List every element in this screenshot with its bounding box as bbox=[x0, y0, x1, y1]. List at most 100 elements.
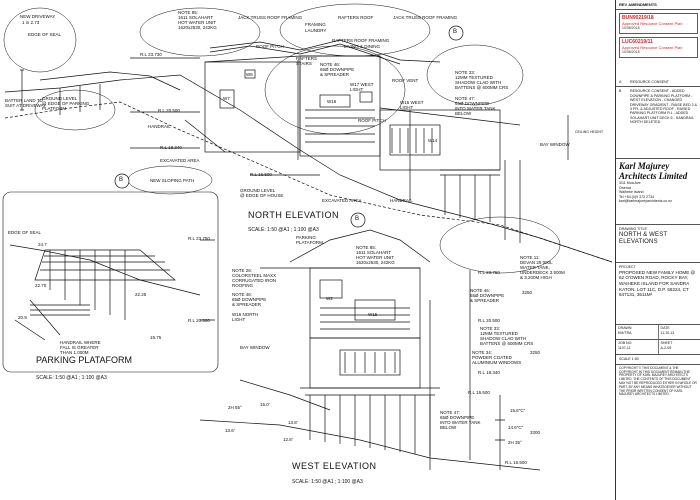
rev-text: RESOURCE CONSENT - ADDED DOWNPIPE & PARK… bbox=[630, 89, 697, 125]
label: COLORSTEEL MAXX bbox=[232, 273, 277, 278]
date-label: DATE bbox=[660, 326, 670, 331]
revisions-header: REV AMENDMENTS bbox=[616, 0, 700, 10]
label: NOTE 26: bbox=[232, 268, 253, 273]
north-elevation-scale: SCALE: 1:50 @A1 ; 1:100 @A3 bbox=[248, 227, 319, 233]
firm-email: karl@karlmajureyarchitects.co.nz bbox=[619, 199, 672, 204]
consent-stamp: LUC60219/11 Approved Resource Consent Pl… bbox=[619, 37, 698, 58]
label: INTO WATER TANK bbox=[440, 420, 481, 425]
label: R.L 20.500 bbox=[188, 318, 210, 323]
label: WATER TANK, bbox=[520, 265, 550, 270]
firm-name: Karl Majurey Architects Limited bbox=[619, 161, 688, 182]
label: @ EDGE OF PARKING bbox=[42, 101, 90, 106]
label: UNDERDECK 3.500M bbox=[520, 270, 565, 275]
elevation-drawings bbox=[2, 3, 613, 471]
scale-row: SCALE 1:50 bbox=[616, 355, 700, 365]
label: RAFTERS ROOF FRAMING bbox=[332, 38, 390, 43]
label: BAY WINDOW bbox=[540, 142, 570, 147]
label: 65Ø DOWNPIPE bbox=[320, 67, 355, 72]
label: NOTE 33: bbox=[455, 70, 476, 75]
section-mark: B bbox=[119, 177, 124, 183]
label: PLATFORM bbox=[42, 106, 67, 111]
label: EXCAVATED AREA bbox=[160, 158, 200, 163]
label: W7 bbox=[223, 96, 230, 101]
stamp-date: 10/08/2018 bbox=[622, 50, 640, 54]
label: 3300 bbox=[530, 430, 541, 435]
label: 65Ø DOWNPIPE bbox=[232, 297, 267, 302]
label: 20.9 bbox=[18, 315, 27, 320]
drawing-title: NORTH & WEST ELEVATIONS bbox=[619, 231, 668, 245]
label: 1 in 2.73 bbox=[22, 20, 40, 25]
label: GROUND LEVEL bbox=[240, 188, 276, 193]
label: LIGHT bbox=[232, 317, 246, 322]
label: 24.7 bbox=[38, 242, 47, 247]
label: 15.0' bbox=[260, 402, 270, 407]
label: LAUNDRY bbox=[305, 28, 327, 33]
label: BAY WINDOW bbox=[240, 345, 270, 350]
title-block: REV AMENDMENTS BUN90219/18 Approved Reso… bbox=[615, 0, 700, 500]
label: W15 bbox=[368, 312, 378, 317]
label: NOTE 47: bbox=[455, 96, 476, 101]
label: STAIRS bbox=[296, 61, 312, 66]
revision-a: A RESOURCE CONSENT bbox=[616, 78, 700, 88]
label: R.L 16.500 bbox=[468, 390, 490, 395]
consent-stamp: BUN90219/18 Approved Resource Consent Pl… bbox=[619, 13, 698, 34]
label: W16 bbox=[327, 99, 337, 104]
label: NOTE 33: bbox=[480, 326, 501, 331]
stamp-text: Approved Resource Consent Plan bbox=[622, 45, 683, 50]
date-value: 11.10.13 bbox=[660, 330, 675, 335]
label: R.L 16.500 bbox=[250, 172, 272, 177]
label: 12MM TEXTURED bbox=[455, 75, 493, 80]
label: EDGE OF SEAL bbox=[8, 230, 42, 235]
label: @ EDGE OF HOUSE bbox=[240, 193, 284, 198]
label: & 3.200M HIGH bbox=[520, 275, 552, 280]
stamp-number: LUC60219/11 bbox=[622, 39, 653, 45]
revision-b: B RESOURCE CONSENT - ADDED DOWNPIPE & PA… bbox=[616, 87, 700, 160]
label: W2 bbox=[326, 296, 333, 301]
copyright-note: COPYRIGHT © THIS DOCUMENT & THE COPYRIGH… bbox=[619, 365, 697, 397]
label: SHADOW CLAD WITH bbox=[455, 80, 502, 85]
drawing-title-label: DRAWING TITLE bbox=[619, 227, 647, 232]
label: 1620x2530, 242KG bbox=[356, 260, 395, 265]
label: 15.6"C" bbox=[510, 408, 526, 413]
scale-value: 1:50 bbox=[631, 357, 639, 362]
label: 13.6' bbox=[225, 428, 235, 433]
label: NOTE 34: bbox=[472, 350, 493, 355]
section-mark: B bbox=[453, 29, 458, 35]
label: 12MM TEXTURED bbox=[480, 331, 518, 336]
label: 14.6"C" bbox=[508, 425, 524, 430]
label: ROOF PITCH bbox=[358, 118, 386, 123]
label: 65Ø DOWNPIPE bbox=[455, 101, 490, 106]
label: DEVAN 25 000L bbox=[520, 260, 553, 265]
label: W14 bbox=[428, 138, 438, 143]
label: W15 WEST bbox=[400, 100, 424, 105]
label: THAN 1.000M bbox=[60, 350, 89, 355]
label: BATTER LAND TO bbox=[5, 98, 44, 103]
firm-block: Karl Majurey Architects Limited 3/11 Moa… bbox=[616, 159, 700, 226]
job-label: JOB NO. bbox=[618, 341, 633, 346]
label: SUIT AT DRIVEWAY bbox=[5, 103, 47, 108]
label: 2H 35° bbox=[508, 440, 522, 445]
label: LIGHT bbox=[400, 105, 414, 110]
label: EXCAVATED AREA bbox=[322, 198, 362, 203]
label: CORRUGATED IRON bbox=[232, 278, 277, 283]
label: LIVING & DINING bbox=[344, 44, 381, 49]
project-description: PROPOSED NEW FAMILY HOME @ 62 O'OWEN ROA… bbox=[619, 269, 696, 298]
label: R.L 18.340 bbox=[478, 370, 500, 375]
label: CEILING HEIGHT bbox=[575, 130, 604, 134]
parking-platform-linework bbox=[2, 191, 219, 373]
label: HANDRAIL bbox=[148, 124, 171, 129]
label: 1611 SOLAHART bbox=[356, 250, 392, 255]
label: R.L 16.500 bbox=[505, 460, 527, 465]
label: JACK TRUSS ROOF FRAMING bbox=[238, 15, 303, 20]
label: W17 WEST bbox=[350, 82, 374, 87]
label: NOTE 85: bbox=[356, 245, 377, 250]
job-cell: JOB NO.1107-11 bbox=[616, 340, 659, 355]
label: BELOW bbox=[440, 425, 457, 430]
parking-platform-scale: SCALE: 1:50 @A1 ; 1:100 @A3 bbox=[36, 375, 107, 381]
label: ROOF PITCH bbox=[256, 44, 284, 49]
label: R.L 20.500 bbox=[478, 318, 500, 323]
label: NEW DRIVEWAY bbox=[20, 14, 56, 19]
